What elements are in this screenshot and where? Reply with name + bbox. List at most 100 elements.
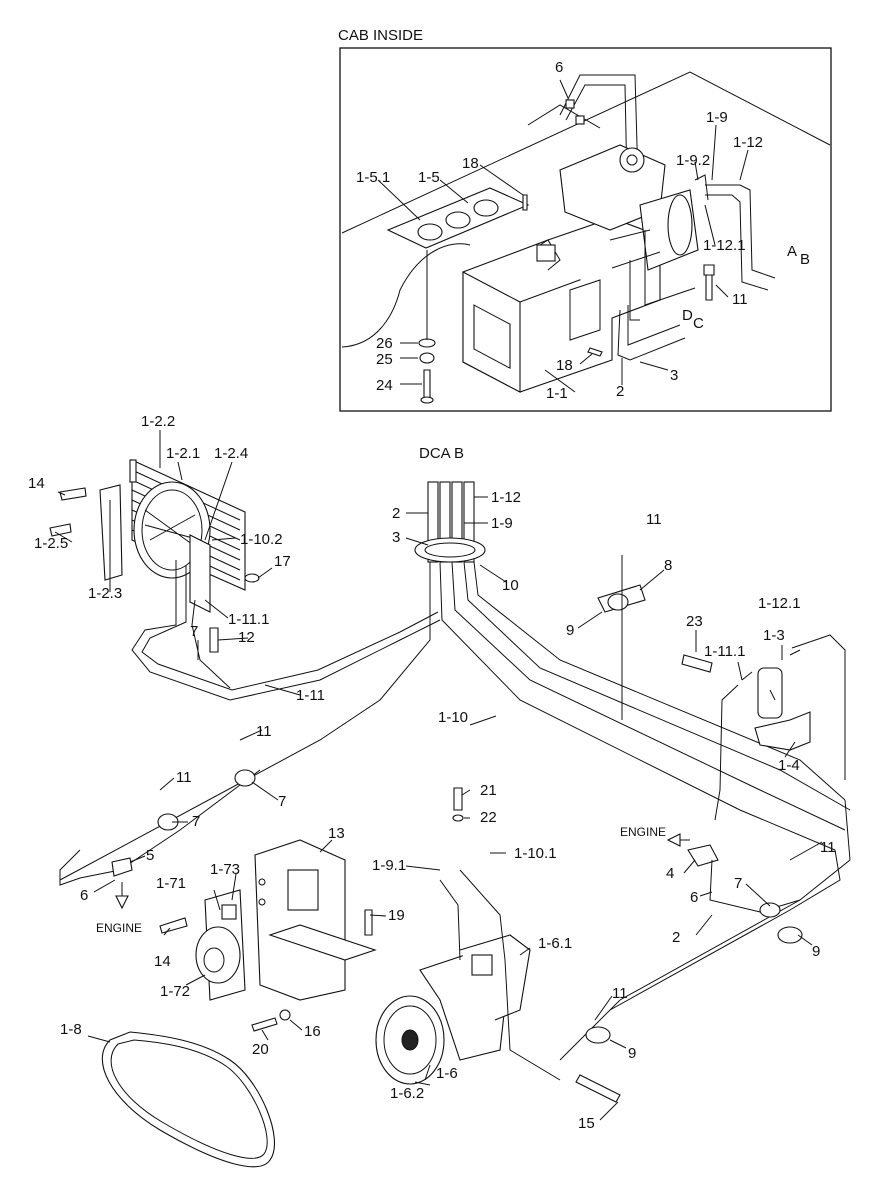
washer-26 xyxy=(418,338,436,348)
cab-pipe-right-3 xyxy=(694,174,709,201)
label-cab-6: 6 xyxy=(555,59,563,76)
label-15: 15 xyxy=(578,1115,595,1132)
bolt-14-bottom xyxy=(159,917,188,934)
bolt-11-cab xyxy=(703,264,715,301)
label-cab-25: 25 xyxy=(376,351,393,368)
label-1-12-bundle: 1-12 xyxy=(491,489,521,506)
fitting-6-cab xyxy=(565,99,585,125)
label-1-8: 1-8 xyxy=(60,1021,82,1038)
engine-arrow-left-head xyxy=(115,895,129,910)
label-14-bottom: 14 xyxy=(154,953,171,970)
hose-right-down-2 xyxy=(609,849,841,1011)
label-21: 21 xyxy=(480,782,497,799)
label-1-72: 1-72 xyxy=(160,983,190,1000)
label-engine-left: ENGINE xyxy=(96,921,142,935)
label-14-top: 14 xyxy=(28,475,45,492)
label-7-right: 7 xyxy=(734,875,742,892)
clamp-9-right xyxy=(585,902,803,1044)
label-cab-1-9-2: 1-9.2 xyxy=(676,152,710,169)
belt xyxy=(101,1031,275,1168)
hose-3-long xyxy=(473,561,846,801)
washer-22 xyxy=(452,814,464,822)
label-1-2-5: 1-2.5 xyxy=(34,535,68,552)
label-11-left: 11 xyxy=(176,769,192,786)
label-6-left: 6 xyxy=(80,887,88,904)
pipe-1-11-c xyxy=(191,599,231,689)
label-23: 23 xyxy=(686,613,703,630)
cab-pipe-lower-2 xyxy=(627,305,681,346)
label-cab-2: 2 xyxy=(616,383,624,400)
cab-inside-title: CAB INSIDE xyxy=(338,27,423,44)
label-3-bundle: 3 xyxy=(392,529,400,546)
fitting-23 xyxy=(681,654,713,673)
cab-pipe-right-1 xyxy=(705,184,776,279)
cab-inside-frame xyxy=(339,47,832,412)
label-1-12-1-main: 1-12.1 xyxy=(758,595,801,612)
label-1-11-1-top: 1-11.1 xyxy=(228,611,269,628)
label-cab-1-9: 1-9 xyxy=(706,109,728,126)
washer-17 xyxy=(244,573,260,583)
label-13: 13 xyxy=(328,825,345,842)
label-1-4: 1-4 xyxy=(778,757,800,774)
label-9-mid: 9 xyxy=(566,622,574,639)
label-1-10-2: 1-10.2 xyxy=(240,531,283,548)
label-1-10: 1-10 xyxy=(438,709,468,726)
cab-pipe-top-2 xyxy=(565,84,628,186)
label-1-9-1: 1-9.1 xyxy=(372,857,406,874)
pipe-1-11-a xyxy=(131,560,441,701)
pipe-2-right xyxy=(709,859,801,913)
label-8: 8 xyxy=(664,557,672,574)
label-1-2-2: 1-2.2 xyxy=(141,413,175,430)
label-cab-1-12: 1-12 xyxy=(733,134,763,151)
screw-18-bottom xyxy=(587,347,603,357)
bolt-21 xyxy=(453,787,463,811)
label-cab-18-bottom: 18 xyxy=(556,357,573,374)
label-12: 12 xyxy=(238,629,255,646)
bolt-14-top xyxy=(59,487,87,501)
cab-pipe-right-2 xyxy=(705,194,769,291)
label-22: 22 xyxy=(480,809,497,826)
label-1-2-1: 1-2.1 xyxy=(166,445,200,462)
label-2-bundle: 2 xyxy=(392,505,400,522)
hose-right-down xyxy=(559,799,851,1061)
label-cab-3: 3 xyxy=(670,367,678,384)
label-16: 16 xyxy=(304,1023,321,1040)
label-17: 17 xyxy=(274,553,291,570)
receiver-drier xyxy=(741,649,811,751)
hose-2-long xyxy=(59,562,431,881)
idler-pulley xyxy=(195,889,246,1001)
cab-bracket-line xyxy=(527,104,601,129)
label-1-11-1-main: 1-11.1 xyxy=(704,643,745,660)
label-1-71: 1-71 xyxy=(156,875,186,892)
cab-panel-curve xyxy=(341,243,471,348)
label-1-9-bundle: 1-9 xyxy=(491,515,513,532)
label-cab-24: 24 xyxy=(376,377,393,394)
pipe-1-9-1 xyxy=(439,879,461,961)
label-11-right: 11 xyxy=(820,839,836,856)
label-7-top: 7 xyxy=(190,623,198,640)
label-4: 4 xyxy=(666,865,674,882)
label-cab-26: 26 xyxy=(376,335,393,352)
bolt-12 xyxy=(209,627,219,653)
label-dcab: DCA B xyxy=(419,445,464,462)
hose-1-9-long xyxy=(463,561,851,811)
bracket-13 xyxy=(254,839,377,1001)
cab-panel-edge xyxy=(341,71,831,234)
hose-1-10 xyxy=(439,561,836,851)
label-1-6-2: 1-6.2 xyxy=(390,1085,424,1102)
nut-16 xyxy=(279,1009,291,1021)
clamp-7-left xyxy=(157,769,256,831)
bolt-24 xyxy=(420,369,434,404)
label-1-11: 1-11 xyxy=(296,687,325,704)
pipe-1-10-1 xyxy=(459,869,561,1081)
label-11-mid: 11 xyxy=(646,511,662,528)
label-20: 20 xyxy=(252,1041,269,1058)
pipe-left-engine xyxy=(59,769,261,886)
label-11-lower: 11 xyxy=(612,985,628,1002)
label-1-73: 1-73 xyxy=(210,861,240,878)
hose-bundle xyxy=(414,481,486,563)
label-9-lower: 9 xyxy=(628,1045,636,1062)
pipe-1-11-b xyxy=(141,565,439,691)
cab-inside-inset: CAB INSIDE xyxy=(338,27,832,412)
